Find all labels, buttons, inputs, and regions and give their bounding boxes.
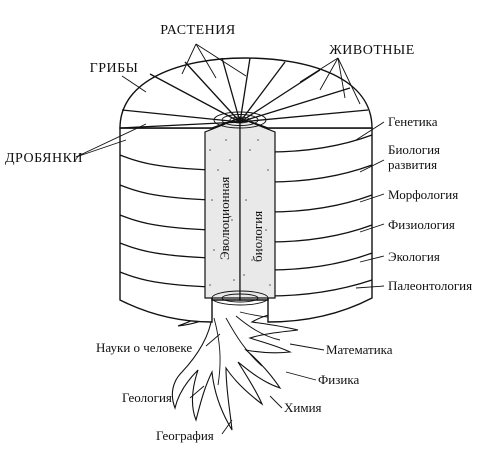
cylinder-top bbox=[119, 57, 373, 306]
layer-genetics-label: Генетика bbox=[388, 114, 438, 129]
core-evolutionary-label: Эволюционная bbox=[217, 177, 232, 260]
core-column bbox=[204, 117, 276, 299]
kingdom-bacteria-label: ДРОБЯНКИ bbox=[5, 151, 83, 166]
kingdom-pointers bbox=[75, 43, 361, 158]
root-geography-label: География bbox=[156, 428, 214, 443]
layer-physiology-label: Физиология bbox=[388, 217, 455, 232]
root-math-label: Математика bbox=[326, 342, 393, 357]
root-human-sciences-label: Науки о человеке bbox=[96, 340, 192, 355]
left-face bbox=[119, 127, 213, 323]
kingdom-animals-label: ЖИВОТНЫЕ bbox=[329, 43, 415, 58]
layer-morphology-label: Морфология bbox=[388, 187, 458, 202]
layer-ecology-label: Экология bbox=[388, 249, 440, 264]
layer-paleontology-label: Палеонтология bbox=[388, 278, 472, 293]
layer-lines-left bbox=[119, 154, 213, 288]
root-physics-label: Физика bbox=[318, 372, 359, 387]
core-right bbox=[239, 117, 276, 299]
root-pointers bbox=[189, 333, 325, 435]
core-biology-label: биология bbox=[250, 211, 265, 262]
layer-lines-right bbox=[267, 134, 373, 297]
layer-pointers bbox=[355, 121, 385, 289]
kingdom-plants-label: РАСТЕНИЯ bbox=[160, 23, 235, 38]
layer-development-label-1: Биология bbox=[388, 142, 440, 157]
layer-development-label-2: развития bbox=[388, 157, 437, 172]
right-face bbox=[267, 127, 373, 323]
kingdom-fungi-label: ГРИБЫ bbox=[90, 61, 139, 76]
root-chemistry-label: Химия bbox=[284, 400, 322, 415]
root-geology-label: Геология bbox=[122, 390, 172, 405]
